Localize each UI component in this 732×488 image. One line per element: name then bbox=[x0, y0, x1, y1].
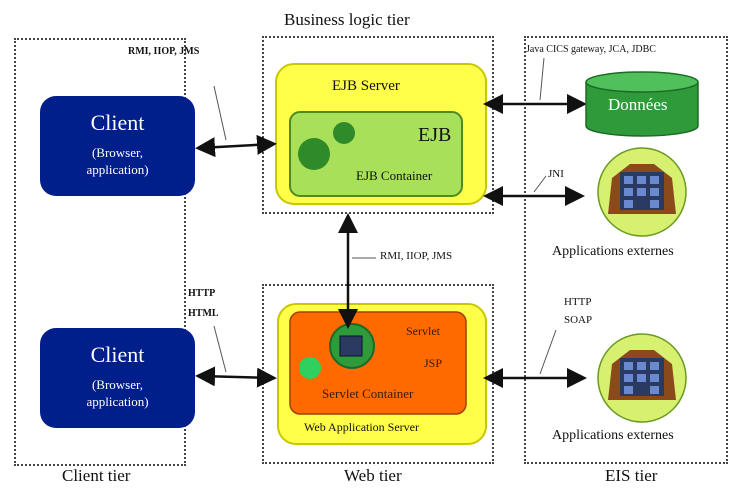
external-app-label-2: Applications externes bbox=[552, 428, 674, 443]
protocol-html: HTML bbox=[188, 308, 219, 319]
database-icon bbox=[585, 71, 699, 137]
ejb-bean-large bbox=[298, 138, 330, 170]
jsp-label: JSP bbox=[424, 356, 443, 370]
client-tier-label: Client tier bbox=[62, 466, 131, 485]
servlet-container-label: Servlet Container bbox=[322, 386, 414, 401]
business-tier-box bbox=[262, 36, 494, 214]
eis-tier-label: EIS tier bbox=[605, 466, 658, 485]
client-ejb-arrow bbox=[195, 134, 277, 158]
db-gateway-callout bbox=[539, 57, 545, 101]
client-ejb-callout bbox=[213, 85, 227, 141]
business-tier-label: Business logic tier bbox=[284, 10, 410, 29]
client-box-top: Client (Browser, application) bbox=[40, 96, 195, 196]
protocol-web-ejb: RMI, IIOP, JMS bbox=[380, 250, 453, 262]
external-app-icon-1 bbox=[597, 147, 687, 237]
protocol-jni: JNI bbox=[548, 168, 564, 180]
protocol-eis-gateway: Java CICS gateway, JCA, JDBC bbox=[526, 44, 656, 55]
eis-tier-box bbox=[524, 36, 728, 464]
protocol-client-ejb: RMI, IIOP, JMS bbox=[128, 46, 200, 57]
client-subtitle-line2: application) bbox=[86, 394, 149, 409]
client-subtitle-line2: application) bbox=[86, 162, 149, 177]
ejb-label: EJB bbox=[418, 124, 452, 146]
ejb-bean-small bbox=[333, 122, 355, 144]
client-subtitle-line1: (Browser, bbox=[91, 145, 144, 160]
external-app-label-1: Applications externes bbox=[552, 244, 674, 259]
web-component-icon bbox=[339, 335, 363, 357]
ejb-container-label: EJB Container bbox=[356, 168, 433, 183]
protocol-http-2: HTTP bbox=[564, 296, 592, 308]
protocol-http: HTTP bbox=[188, 288, 216, 299]
web-tier-label: Web tier bbox=[344, 466, 402, 485]
protocol-soap: SOAP bbox=[564, 314, 593, 326]
client-tier-box bbox=[14, 38, 186, 466]
client-web-callout bbox=[213, 325, 227, 373]
client-title: Client bbox=[90, 342, 145, 367]
web-server-label: Web Application Server bbox=[304, 420, 420, 434]
client-web-arrow bbox=[195, 366, 277, 388]
database-label: Données bbox=[608, 95, 668, 114]
ejb-server-label: EJB Server bbox=[332, 78, 400, 94]
client-box-bottom: Client (Browser, application) bbox=[40, 328, 195, 428]
client-title: Client bbox=[90, 110, 145, 135]
http-soap-callout bbox=[539, 329, 557, 375]
external-app-icon-2 bbox=[597, 333, 687, 423]
web-component-small bbox=[299, 357, 321, 379]
client-subtitle-line1: (Browser, bbox=[91, 377, 144, 392]
servlet-label: Servlet bbox=[406, 324, 440, 338]
jni-callout bbox=[533, 175, 547, 193]
